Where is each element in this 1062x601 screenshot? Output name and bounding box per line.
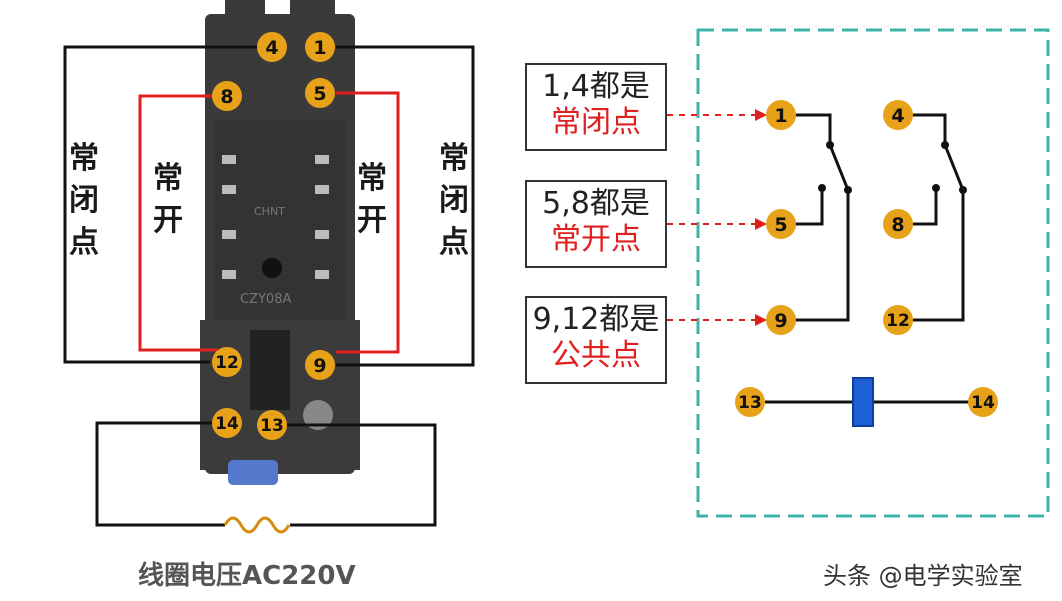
node-5: 5 (766, 209, 796, 239)
coil-symbol (852, 377, 874, 427)
label-char: 常 (357, 161, 387, 196)
label-char: 点 (439, 225, 469, 260)
label-no-left: 常 开 (148, 158, 188, 242)
terminal-8: 8 (212, 81, 242, 111)
label-char: 闭 (439, 183, 469, 218)
node-13-label: 13 (738, 393, 762, 413)
label-char: 点 (69, 225, 99, 260)
terminal-13: 13 (257, 410, 287, 440)
label-char: 常 (153, 161, 183, 196)
no-wires (138, 91, 400, 354)
callout-common-line2: 公共点 (551, 338, 641, 373)
socket-terminals: 4 1 8 5 12 9 14 13 (212, 32, 335, 440)
schematic-dots (818, 141, 967, 194)
node-12: 12 (883, 305, 913, 335)
terminal-1-label: 1 (313, 37, 326, 59)
node-8: 8 (883, 209, 913, 239)
terminal-9-label: 9 (313, 355, 326, 377)
terminal-9: 9 (305, 350, 335, 380)
terminal-12-label: 12 (215, 353, 239, 373)
coil-wires (95, 421, 437, 534)
coil-voltage-caption: 线圈电压AC220V (138, 561, 356, 591)
callout-no: 5,8都是 常开点 (525, 180, 667, 268)
terminal-12: 12 (212, 347, 242, 377)
label-nc-left: 常 闭 点 (64, 138, 104, 264)
label-char: 常 (439, 141, 469, 176)
callout-nc: 1,4都是 常闭点 (525, 63, 667, 151)
relay-socket: CHNT CZY08A (200, 0, 360, 485)
label-nc-right: 常 闭 点 (434, 138, 474, 264)
label-no-right: 常 开 (352, 158, 392, 242)
schematic-wiring (765, 113, 970, 404)
label-char: 开 (153, 203, 183, 238)
terminal-14: 14 (212, 408, 242, 438)
node-1: 1 (766, 100, 796, 130)
callout-common: 9,12都是 公共点 (525, 296, 667, 384)
label-char: 开 (357, 203, 387, 238)
terminal-5: 5 (305, 78, 335, 108)
node-5-label: 5 (774, 214, 787, 236)
node-13: 13 (735, 387, 765, 417)
terminal-5-label: 5 (313, 83, 326, 105)
node-8-label: 8 (891, 214, 904, 236)
label-char: 闭 (69, 183, 99, 218)
callout-nc-line2: 常闭点 (551, 105, 641, 140)
node-1-label: 1 (774, 105, 787, 127)
label-char: 常 (69, 141, 99, 176)
schematic-nodes: 1 4 5 8 9 12 13 14 (735, 100, 998, 417)
node-12-label: 12 (886, 311, 910, 331)
terminal-4: 4 (257, 32, 287, 62)
socket-clip (228, 460, 278, 485)
socket-model: CZY08A (240, 292, 291, 307)
terminal-4-label: 4 (265, 37, 278, 59)
terminal-1: 1 (305, 32, 335, 62)
callout-no-line1: 5,8都是 (542, 186, 650, 221)
node-14-label: 14 (971, 393, 995, 413)
nc-wires (63, 45, 475, 367)
schematic-frame (696, 28, 1050, 518)
node-9: 9 (766, 305, 796, 335)
terminal-13-label: 13 (260, 416, 284, 436)
callout-common-line1: 9,12都是 (532, 302, 660, 337)
callout-no-line2: 常开点 (551, 222, 641, 257)
terminal-8-label: 8 (220, 86, 233, 108)
callout-nc-line1: 1,4都是 (542, 69, 650, 104)
node-4-label: 4 (891, 105, 904, 127)
callout-arrows (667, 109, 767, 326)
node-4: 4 (883, 100, 913, 130)
node-14: 14 (968, 387, 998, 417)
node-9-label: 9 (774, 310, 787, 332)
terminal-14-label: 14 (215, 414, 239, 434)
socket-marking: CHNT (254, 205, 285, 218)
watermark: 头条 @电学实验室 (823, 562, 1023, 590)
